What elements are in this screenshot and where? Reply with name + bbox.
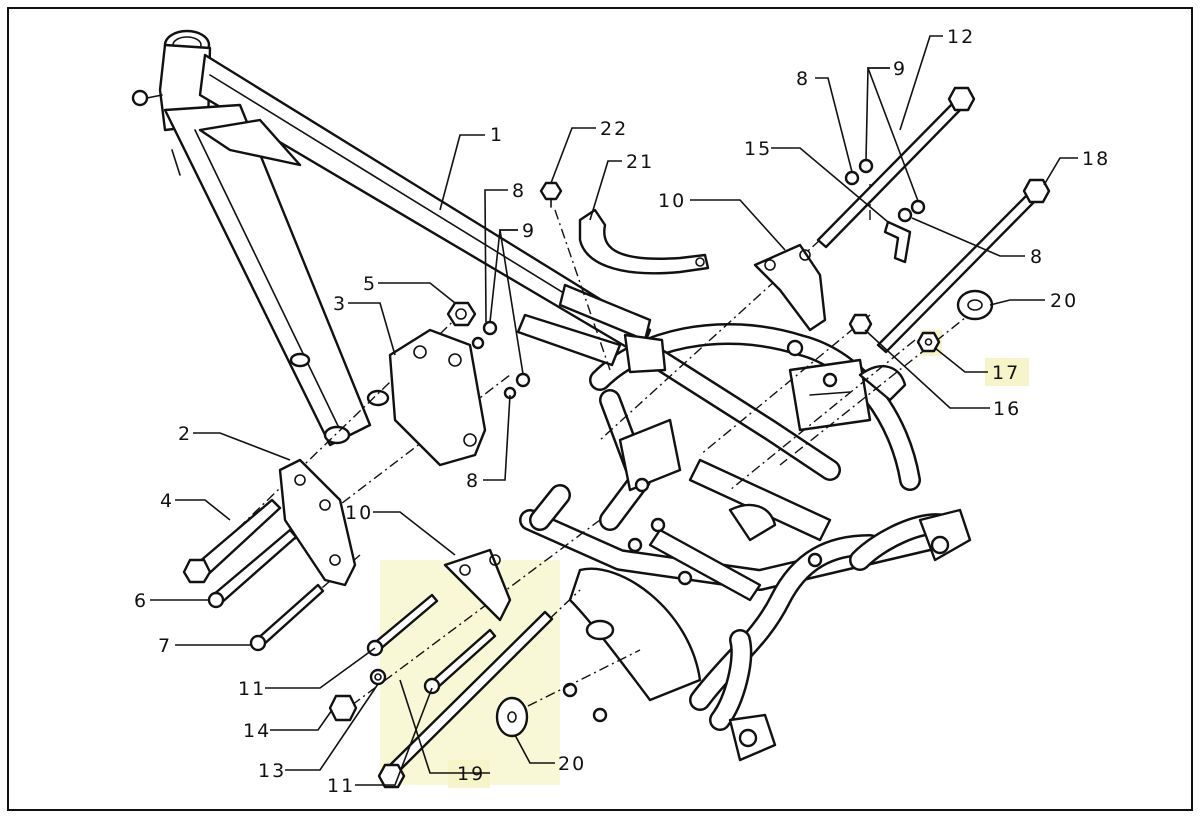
highlight-label-17 bbox=[985, 358, 1029, 386]
part-17-nut bbox=[916, 331, 941, 353]
part-14-nut bbox=[328, 694, 358, 722]
callout-18: 18 bbox=[1082, 148, 1110, 170]
callout-8d: 8 bbox=[1030, 246, 1044, 268]
diagram-border bbox=[7, 7, 1193, 811]
callout-13: 13 bbox=[258, 760, 286, 782]
callout-6: 6 bbox=[134, 590, 148, 612]
callout-11b: 11 bbox=[327, 775, 355, 797]
callout-2: 2 bbox=[178, 423, 192, 445]
part-3-plate bbox=[388, 328, 487, 467]
callout-9b: 9 bbox=[893, 58, 907, 80]
part-12-long-bolt bbox=[816, 86, 976, 249]
part-11-bolt-lower bbox=[423, 628, 497, 695]
part-13-washer bbox=[369, 668, 387, 686]
part-16-nut bbox=[848, 313, 873, 335]
part-10-upper-bracket bbox=[753, 243, 827, 332]
callout-9a: 9 bbox=[522, 220, 536, 242]
callout-11a: 11 bbox=[238, 678, 266, 700]
part-2-bracket bbox=[278, 458, 357, 587]
callout-12: 12 bbox=[947, 26, 975, 48]
part-7-bolt bbox=[249, 583, 325, 652]
callout-16: 16 bbox=[993, 398, 1021, 420]
callout-21: 21 bbox=[626, 151, 654, 173]
part-8-9-nuts-upper bbox=[844, 158, 926, 223]
main-frame bbox=[131, 29, 972, 762]
part-8-9-nuts-center bbox=[471, 320, 531, 400]
callout-8c: 8 bbox=[796, 68, 810, 90]
part-5-nut bbox=[446, 301, 477, 327]
callout-19: 19 bbox=[457, 763, 485, 785]
part-18-long-bolt bbox=[876, 178, 1051, 354]
callout-14: 14 bbox=[243, 720, 271, 742]
callout-20a: 20 bbox=[558, 753, 586, 775]
callout-3: 3 bbox=[333, 293, 347, 315]
callout-7: 7 bbox=[158, 635, 172, 657]
highlight-label-19 bbox=[448, 760, 490, 788]
callout-15: 15 bbox=[744, 138, 772, 160]
callout-4: 4 bbox=[160, 490, 174, 512]
part-22-bolt bbox=[539, 181, 563, 208]
callout-1: 1 bbox=[490, 124, 504, 146]
part-6-bolt bbox=[207, 528, 298, 609]
part-4-bolt bbox=[182, 498, 282, 584]
callout-leaders bbox=[150, 35, 1078, 786]
callout-20b: 20 bbox=[1050, 290, 1078, 312]
callout-8a: 8 bbox=[512, 180, 526, 202]
part-15-clip bbox=[883, 220, 912, 264]
callout-8b: 8 bbox=[466, 470, 480, 492]
callout-22: 22 bbox=[600, 118, 628, 140]
callout-17: 17 bbox=[992, 362, 1020, 384]
part-20-washer-lower bbox=[495, 696, 529, 738]
callout-10b: 10 bbox=[658, 190, 686, 212]
part-20-washer-upper bbox=[956, 289, 994, 321]
callout-labels: 1 2 3 4 5 6 7 8 8 8 8 9 9 10 10 11 11 12… bbox=[134, 26, 1110, 797]
part-19-long-bolt bbox=[377, 610, 554, 789]
callout-10a: 10 bbox=[345, 502, 373, 524]
part-21-cable bbox=[578, 208, 710, 275]
callout-5: 5 bbox=[363, 273, 377, 295]
